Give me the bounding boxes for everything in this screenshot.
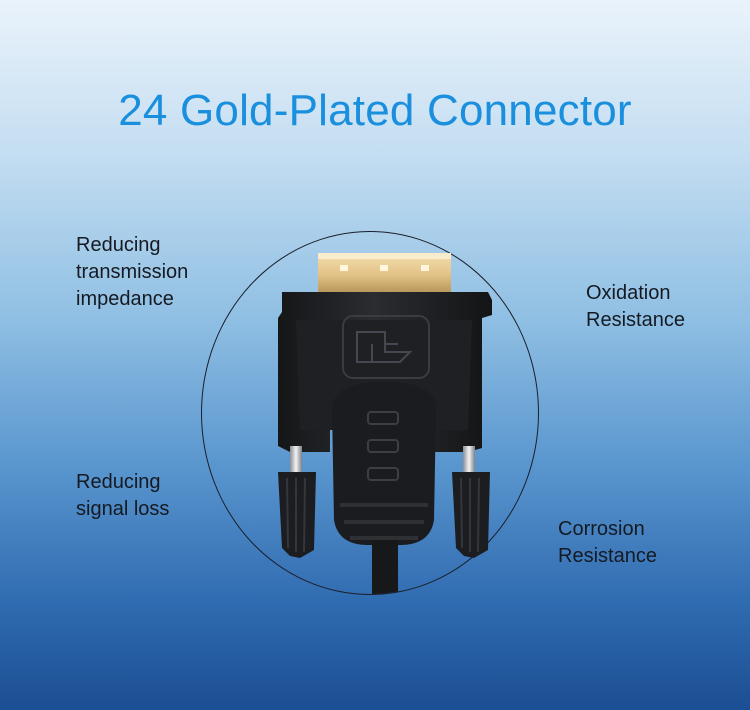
cable xyxy=(372,540,398,594)
feature-line: Corrosion xyxy=(558,518,645,540)
highlight-circle xyxy=(201,231,539,595)
thumb-screw-right xyxy=(452,446,490,558)
feature-line: Resistance xyxy=(558,545,657,567)
feature-signal-loss: Reducing signal loss xyxy=(76,469,169,523)
feature-line: Reducing xyxy=(76,471,161,493)
feature-line: Resistance xyxy=(586,309,685,331)
gold-contact xyxy=(318,253,451,293)
feature-line: impedance xyxy=(76,288,174,310)
feature-line: Oxidation xyxy=(586,282,671,304)
page-title: 24 Gold-Plated Connector xyxy=(118,86,632,135)
feature-line: signal loss xyxy=(76,498,170,520)
feature-oxidation-resistance: Oxidation Resistance xyxy=(586,280,685,334)
feature-line: transmission xyxy=(76,261,189,283)
cable-boot xyxy=(332,382,436,545)
thumb-screw-left xyxy=(278,446,316,558)
feature-line: Reducing xyxy=(76,234,161,256)
feature-corrosion-resistance: Corrosion Resistance xyxy=(558,516,657,570)
feature-transmission-impedance: Reducing transmission impedance xyxy=(76,232,188,313)
